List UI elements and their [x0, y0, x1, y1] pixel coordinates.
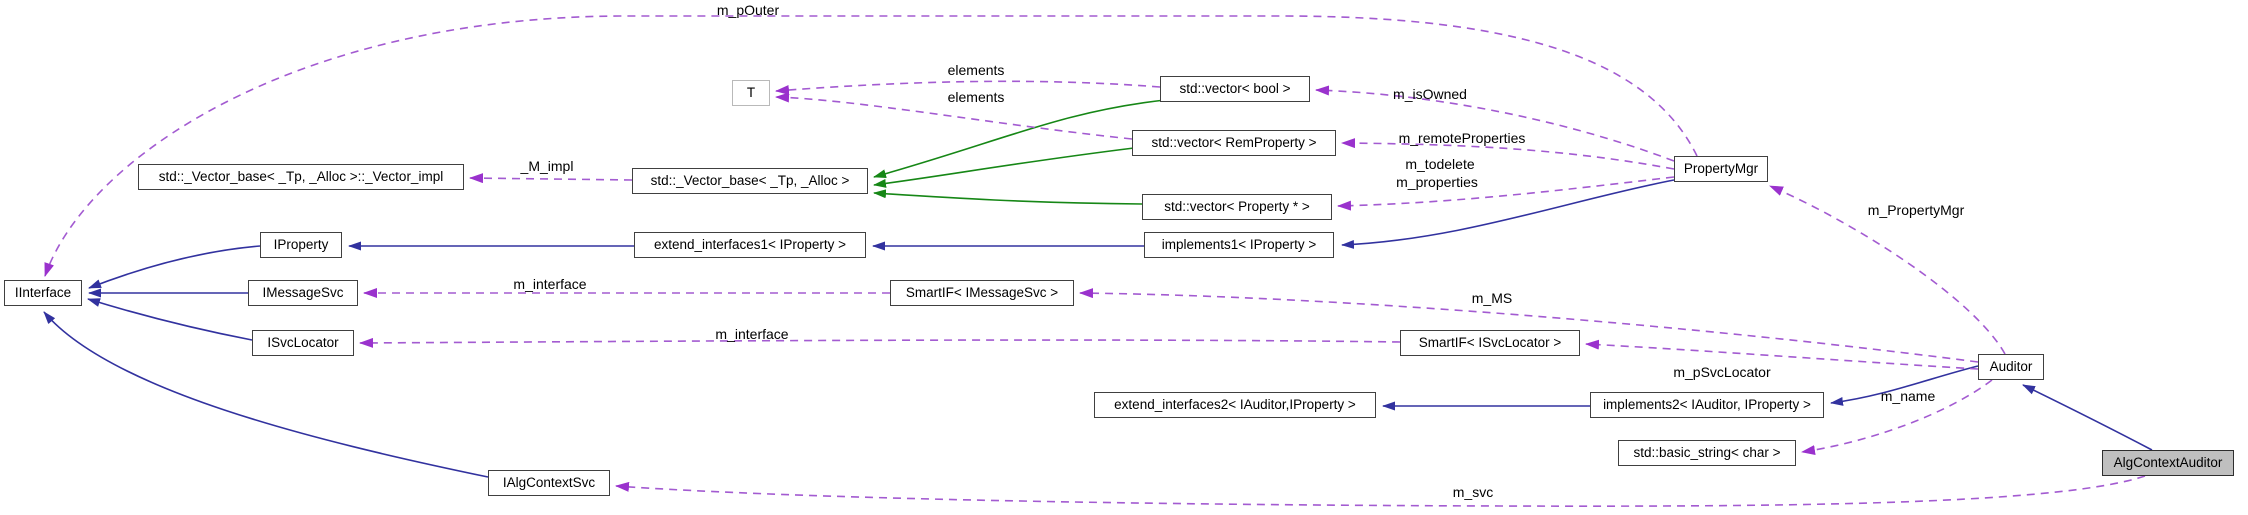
edge-label-m-ms: m_MS [1471, 290, 1513, 306]
edge-label-m-propertymgr: m_PropertyMgr [1867, 202, 1965, 218]
edge-vectorpropertyptr-to-vectorbase [873, 189, 1143, 205]
edge-auditor-to-implements2 [1830, 365, 1979, 406]
edge-m-svc [615, 475, 2146, 507]
edge-m-psvclocator [1585, 339, 1979, 370]
edge-label-m-properties: m_properties [1396, 174, 1478, 190]
node-propertymgr[interactable]: PropertyMgr [1674, 156, 1768, 182]
node-extend-interfaces2[interactable]: extend_interfaces2< IAuditor,IProperty > [1094, 392, 1376, 418]
node-std-basic-string[interactable]: std::basic_string< char > [1618, 440, 1796, 466]
edge-m-propertymgr [1769, 185, 2006, 355]
node-template-param-t: T [732, 80, 770, 106]
node-ialgcontextsvc[interactable]: IAlgContextSvc [488, 470, 610, 496]
edge-m-todelete-properties [1337, 176, 1675, 211]
edge-m-pouter [44, 15, 1698, 277]
node-smartif-isvclocator[interactable]: SmartIF< ISvcLocator > [1400, 330, 1580, 356]
edge-m-interface-isvclocator [359, 337, 1401, 348]
edge-label-m-pouter: m_pOuter [716, 2, 780, 18]
node-isvclocator[interactable]: ISvcLocator [252, 330, 354, 356]
node-iinterface[interactable]: IInterface [4, 280, 82, 306]
edge-label-m-isowned: m_isOwned [1393, 86, 1467, 102]
edge-elements-bool [775, 80, 1161, 95]
edge-vectorremproperty-to-vectorbase [873, 147, 1135, 188]
edge-elements-remproperty [775, 92, 1133, 140]
edge-label-elements-2: elements [947, 89, 1005, 105]
edge-vectorbool-to-vectorbase [873, 99, 1166, 179]
edge-m-name [1801, 379, 1993, 456]
edge-m-impl [469, 173, 633, 184]
node-std-vector-property-ptr[interactable]: std::vector< Property * > [1142, 194, 1332, 220]
node-algcontextauditor-current: AlgContextAuditor [2102, 450, 2234, 476]
node-extend-interfaces1[interactable]: extend_interfaces1< IProperty > [634, 232, 866, 258]
node-iproperty[interactable]: IProperty [260, 232, 342, 258]
node-implements1[interactable]: implements1< IProperty > [1144, 232, 1334, 258]
edge-label-m-name: m_name [1880, 388, 1936, 404]
edge-label-m-impl: _M_impl [520, 158, 574, 174]
edge-m-remoteproperties [1341, 138, 1675, 170]
node-auditor[interactable]: Auditor [1978, 354, 2044, 380]
node-std-vector-bool[interactable]: std::vector< bool > [1160, 76, 1310, 102]
edge-label-m-svc: m_svc [1452, 484, 1494, 500]
edge-m-isowned [1315, 85, 1675, 162]
edge-label-elements-1: elements [947, 62, 1005, 78]
node-smartif-imessagesvc[interactable]: SmartIF< IMessageSvc > [890, 280, 1074, 306]
node-implements2[interactable]: implements2< IAuditor, IProperty > [1590, 392, 1824, 418]
edge-iproperty-to-iinterface [88, 245, 261, 289]
edge-label-m-psvclocator: m_pSvcLocator [1673, 364, 1771, 380]
edge-label-m-interface-1: m_interface [513, 276, 587, 292]
node-vector-base[interactable]: std::_Vector_base< _Tp, _Alloc > [632, 168, 868, 194]
edge-label-m-remoteproperties: m_remoteProperties [1398, 130, 1526, 146]
edge-isvclocator-to-iinterface [87, 298, 253, 341]
node-imessagesvc[interactable]: IMessageSvc [248, 280, 358, 306]
edge-label-m-todelete: m_todelete [1405, 156, 1475, 172]
node-vector-base-impl[interactable]: std::_Vector_base< _Tp, _Alloc >::_Vecto… [138, 164, 464, 190]
edge-ialgcontextsvc-to-iinterface [43, 311, 489, 478]
edge-label-m-interface-2: m_interface [715, 326, 789, 342]
edge-algcontextauditor-to-auditor [2022, 384, 2153, 451]
edge-propertymgr-to-implements1 [1341, 179, 1675, 249]
edge-m-ms [1079, 288, 1979, 363]
node-std-vector-remproperty[interactable]: std::vector< RemProperty > [1132, 130, 1336, 156]
